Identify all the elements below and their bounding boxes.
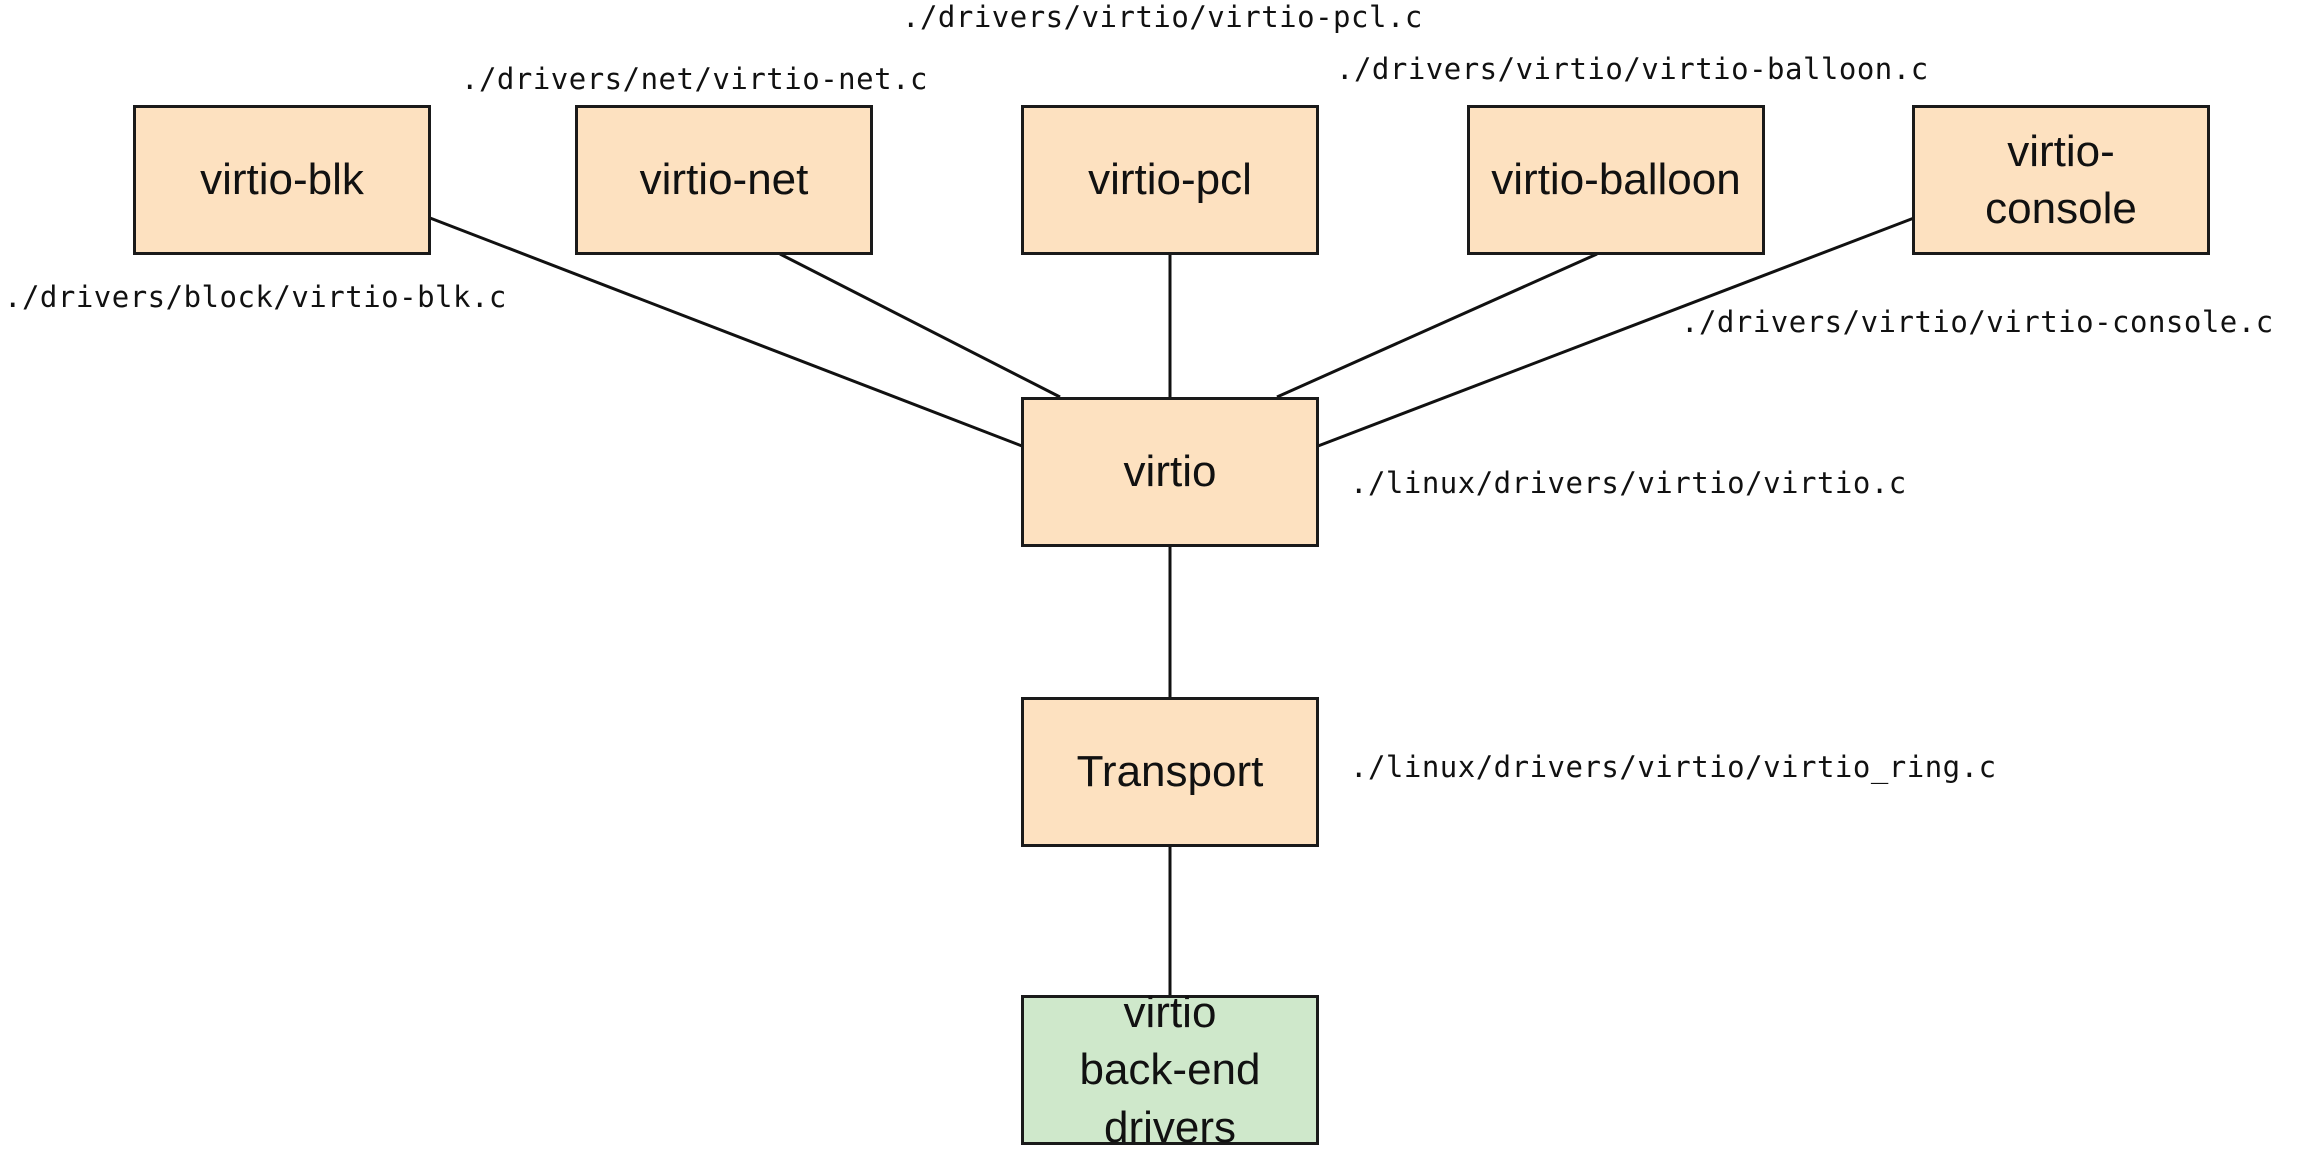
virtio-core-box: virtio (1021, 397, 1319, 547)
virtio-console-box: virtio- console (1912, 105, 2210, 255)
virtio-blk-box: virtio-blk (133, 105, 431, 255)
edge-balloon-virtio (1276, 252, 1598, 399)
virtio-balloon-path-label: ./drivers/virtio/virtio-balloon.c (1336, 52, 1929, 86)
virtio-net-box: virtio-net (575, 105, 873, 255)
edge-console-virtio (1317, 216, 1915, 448)
virtio-pci-box: virtio-pcl (1021, 105, 1319, 255)
edge-blk-virtio (429, 216, 1023, 448)
virtio-core-path-label: ./linux/drivers/virtio/virtio.c (1350, 466, 1907, 500)
virtio-balloon-box: virtio-balloon (1467, 105, 1765, 255)
virtio-console-path-label: ./drivers/virtio/virtio-console.c (1681, 305, 2274, 339)
backend-drivers-box: virtio back-end drivers (1021, 988, 1319, 1152)
transport-box: Transport (1021, 697, 1319, 847)
edge-net-virtio (779, 252, 1061, 399)
virtio-net-path-label: ./drivers/net/virtio-net.c (461, 62, 928, 96)
virtio-pci-path-label: ./drivers/virtio/virtio-pcl.c (902, 0, 1423, 34)
transport-path-label: ./linux/drivers/virtio/virtio_ring.c (1350, 750, 1997, 784)
virtio-blk-path-label: ./drivers/block/virtio-blk.c (4, 280, 507, 314)
